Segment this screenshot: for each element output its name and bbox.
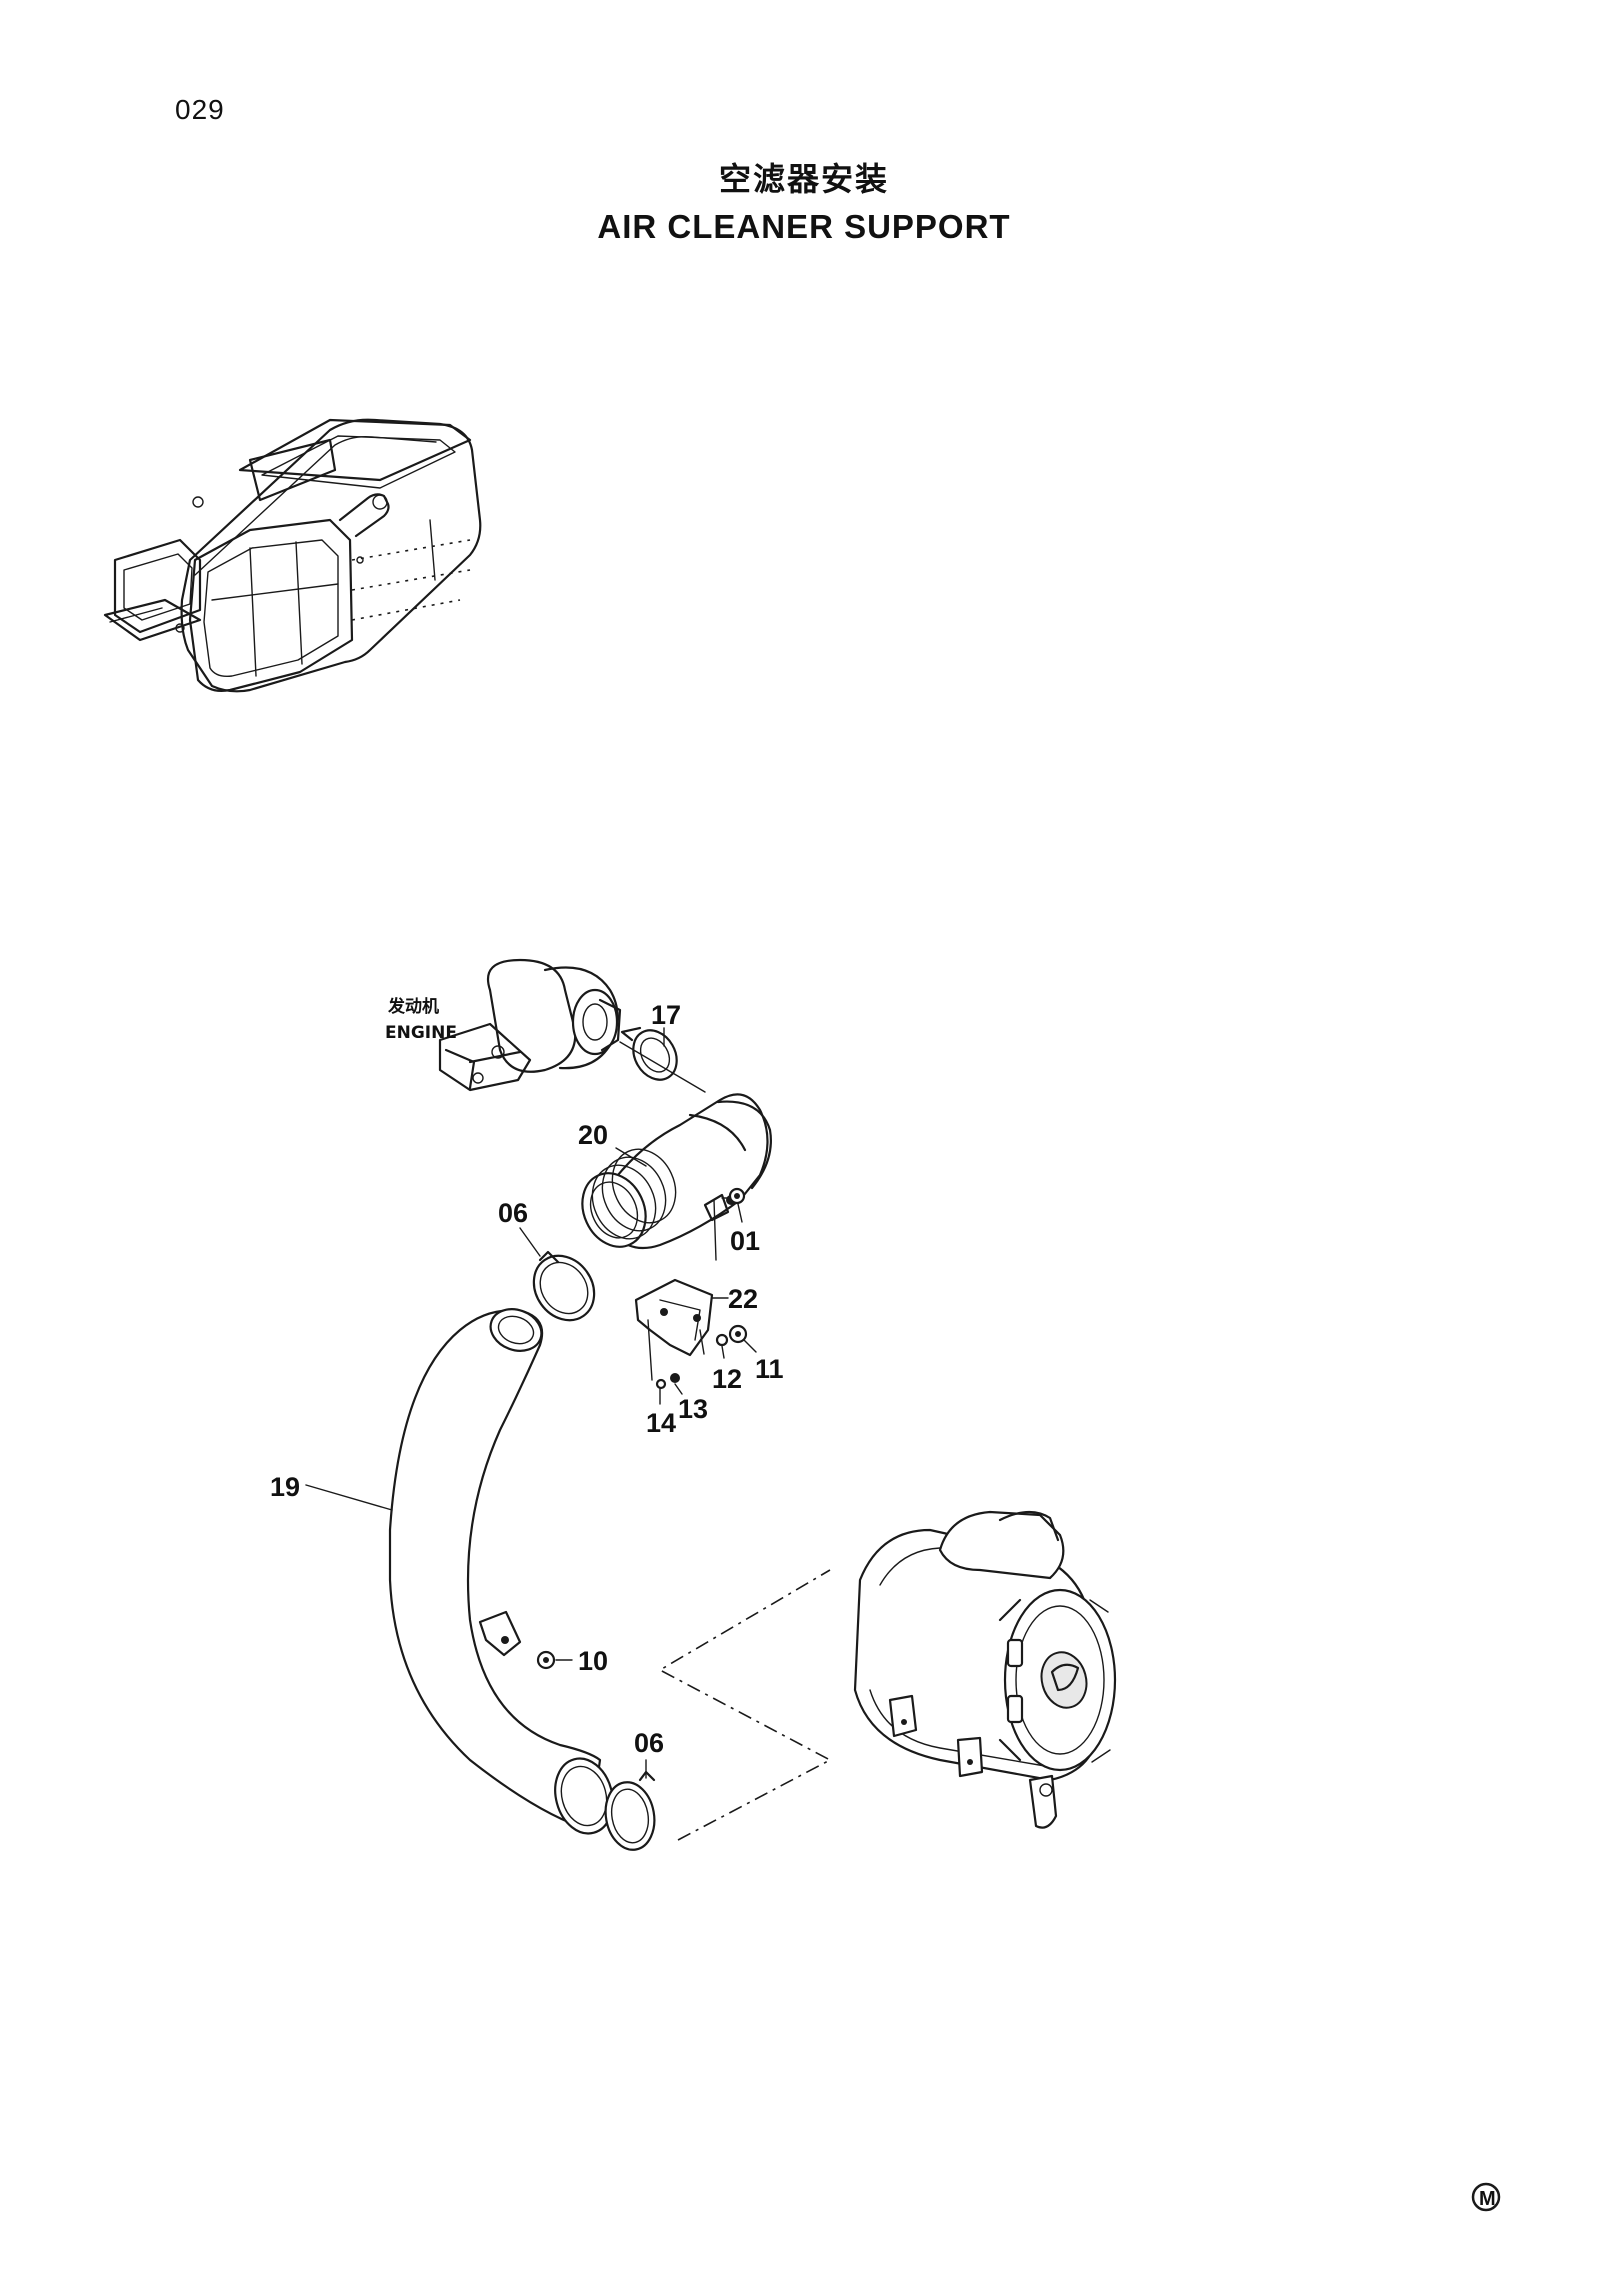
part-12-washer bbox=[715, 1333, 729, 1347]
part-17-hose-clamp bbox=[619, 1026, 706, 1093]
leader-01 bbox=[737, 1203, 743, 1223]
air-cleaner-assembly bbox=[853, 1510, 1117, 1829]
part-06-lower-hose-clamp bbox=[604, 1770, 656, 1851]
part-11-nut bbox=[728, 1324, 748, 1344]
callout-11: 11 bbox=[755, 1354, 784, 1384]
callout-14: 14 bbox=[646, 1408, 676, 1438]
part-13-bolt bbox=[670, 1373, 680, 1383]
callout-22: 22 bbox=[728, 1284, 758, 1314]
leader-11 bbox=[743, 1339, 757, 1353]
part-22-bracket bbox=[634, 1278, 714, 1381]
page-title-chinese: 空滤器安装 bbox=[718, 160, 889, 198]
leader-20 bbox=[615, 1147, 647, 1167]
part-14-washer bbox=[655, 1378, 667, 1390]
engine-label: ENGINE bbox=[385, 1023, 457, 1043]
page-number: 029 bbox=[175, 94, 225, 125]
leader-06-upper bbox=[519, 1227, 541, 1257]
title-block: 空滤器安装 AIR CLEANER SUPPORT bbox=[0, 156, 1608, 252]
part-10-bolt bbox=[536, 1650, 556, 1670]
part-20-elbow-hose bbox=[581, 1093, 772, 1261]
leader-19 bbox=[305, 1484, 393, 1511]
callout-01: 01 bbox=[730, 1226, 760, 1256]
part-19-intake-hose bbox=[388, 1308, 614, 1835]
corner-mark-letter: M bbox=[1479, 2188, 1496, 2210]
leader-13 bbox=[674, 1383, 683, 1395]
callout-13: 13 bbox=[678, 1394, 708, 1424]
callout-06-lower: 06 bbox=[634, 1728, 664, 1758]
part-01-bolt bbox=[728, 1187, 746, 1205]
engine-label-chinese: 发动机 bbox=[387, 996, 439, 1017]
callout-17: 17 bbox=[651, 1000, 681, 1030]
engine-turbo-illustration bbox=[438, 958, 622, 1092]
part-06-upper-hose-clamp bbox=[532, 1250, 596, 1322]
connection-line bbox=[658, 1569, 832, 1841]
leader-12 bbox=[721, 1345, 725, 1359]
corner-mark: M bbox=[1471, 2182, 1501, 2212]
callout-20: 20 bbox=[578, 1120, 608, 1150]
callout-06-upper: 06 bbox=[498, 1198, 528, 1228]
callout-19: 19 bbox=[270, 1472, 300, 1502]
callout-10: 10 bbox=[578, 1646, 608, 1676]
page-title: AIR CLEANER SUPPORT bbox=[597, 208, 1011, 245]
machine-overview-illustration bbox=[103, 418, 482, 693]
callout-12: 12 bbox=[712, 1364, 742, 1394]
